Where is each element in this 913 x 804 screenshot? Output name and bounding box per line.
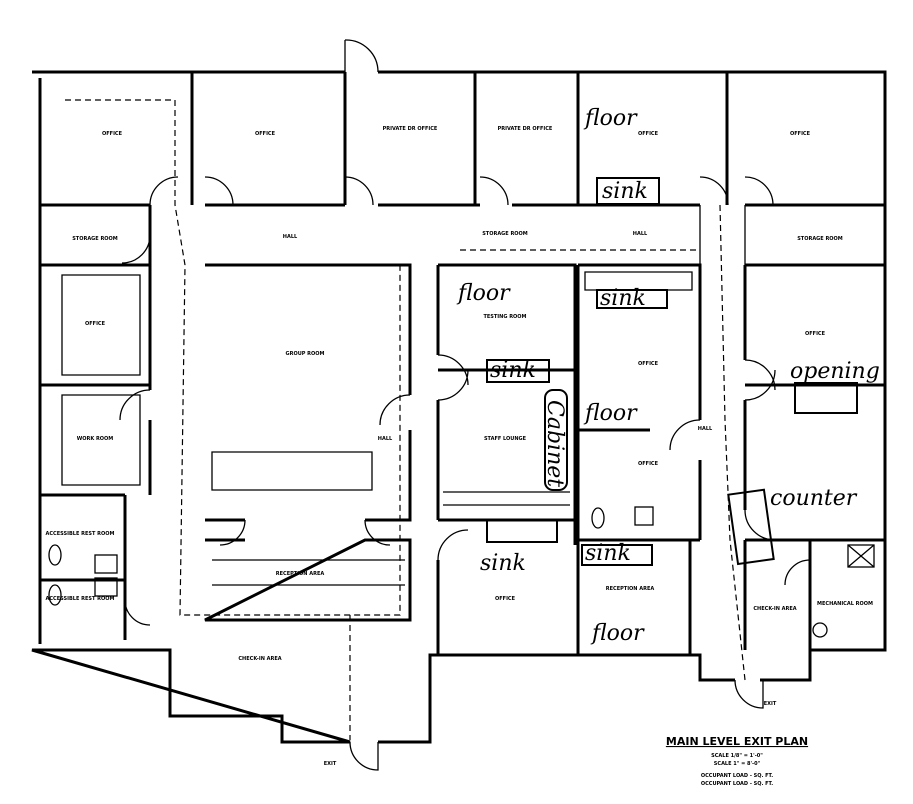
room-label: OFFICE <box>805 331 826 337</box>
room-label: WORK ROOM <box>77 436 114 442</box>
handwritten-annotation: sink <box>585 541 631 566</box>
handwritten-annotation: floor <box>590 621 645 646</box>
handwritten-annotation: Cabinet <box>542 400 567 487</box>
handwritten-markup <box>486 177 858 566</box>
room-label: CHECK-IN AREA <box>238 656 281 662</box>
room-label: ACCESSIBLE REST ROOM <box>46 531 115 537</box>
handwritten-annotation: floor <box>583 401 638 426</box>
room-label: OFFICE <box>638 131 659 137</box>
exit-paths <box>65 99 746 740</box>
room-label: OFFICE <box>638 361 659 367</box>
room-label: OFFICE <box>638 461 659 467</box>
plan-area-2: OCCUPANT LOAD - SQ. FT. <box>701 781 773 787</box>
room-label: STORAGE ROOM <box>797 236 843 242</box>
room-label: HALL <box>633 231 648 237</box>
room-label: MECHANICAL ROOM <box>817 601 873 607</box>
handwritten-annotation: floor <box>583 106 638 131</box>
room-label: HALL <box>378 436 393 442</box>
walls <box>31 70 887 744</box>
room-label: HALL <box>283 234 298 240</box>
room-label: RECEPTION AREA <box>276 571 325 577</box>
room-labels: OFFICE OFFICE PRIVATE DR OFFICE PRIVATE DR … <box>46 126 873 767</box>
room-label: OFFICE <box>85 321 106 327</box>
handwritten-annotation: sink <box>490 358 536 383</box>
room-label: STORAGE ROOM <box>72 236 118 242</box>
handwritten-annotation: sink <box>602 179 648 204</box>
fixtures <box>48 506 875 638</box>
plan-area-1: OCCUPANT LOAD - SQ. FT. <box>701 773 773 779</box>
room-label: STORAGE ROOM <box>482 231 528 237</box>
room-label: RECEPTION AREA <box>606 586 655 592</box>
room-label: OFFICE <box>495 596 516 602</box>
room-label: PRIVATE DR OFFICE <box>383 126 438 132</box>
room-label: TESTING ROOM <box>483 314 526 320</box>
handwritten-annotation: opening <box>790 359 880 384</box>
plan-scale-1: SCALE 1/8" = 1'-0" <box>711 753 763 759</box>
handwritten-annotation: floor <box>456 281 511 306</box>
room-label: EXIT <box>324 761 337 767</box>
room-label: OFFICE <box>790 131 811 137</box>
room-label: STAFF LOUNGE <box>484 436 527 442</box>
room-label: CHECK-IN AREA <box>753 606 796 612</box>
title-block: MAIN LEVEL EXIT PLAN SCALE 1/8" = 1'-0" … <box>666 735 808 787</box>
room-label: EXIT <box>764 701 777 707</box>
plan-scale-2: SCALE 1" = 8'-0" <box>714 761 761 767</box>
room-label: ACCESSIBLE REST ROOM <box>46 596 115 602</box>
handwritten-annotation: counter <box>770 486 858 511</box>
plan-title: MAIN LEVEL EXIT PLAN <box>666 735 808 748</box>
room-label: OFFICE <box>102 131 123 137</box>
doors <box>119 39 811 771</box>
handwritten-annotation: sink <box>600 286 646 311</box>
room-label: PRIVATE DR OFFICE <box>498 126 553 132</box>
handwritten-annotation: sink <box>480 551 526 576</box>
room-label: GROUP ROOM <box>286 351 325 357</box>
room-label: OFFICE <box>255 131 276 137</box>
room-label: HALL <box>698 426 713 432</box>
